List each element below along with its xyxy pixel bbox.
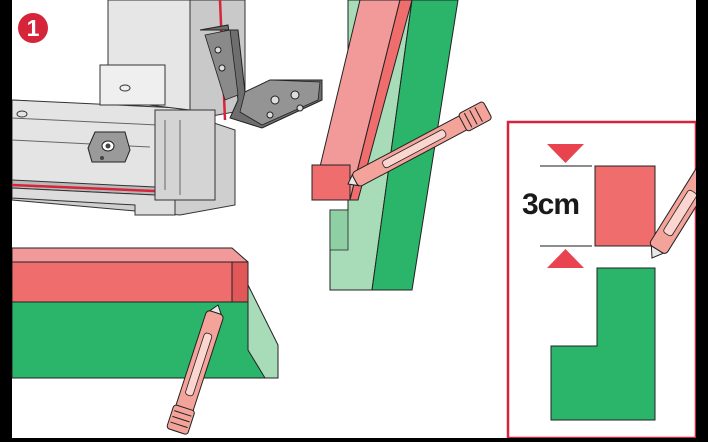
measurement-label: 3cm	[522, 188, 579, 222]
cut-strip-section	[595, 166, 655, 246]
detail-inset	[508, 122, 708, 438]
step-number: 1	[18, 13, 48, 43]
metal-corner-bracket-icon	[88, 132, 130, 162]
horizontal-board	[12, 248, 278, 378]
